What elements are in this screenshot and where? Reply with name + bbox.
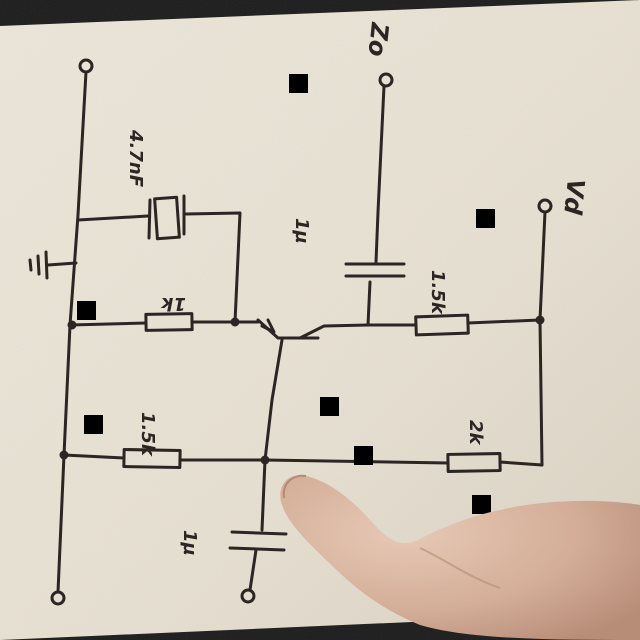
transistor-collector	[298, 323, 370, 340]
fingernail	[282, 474, 307, 499]
wire-right-top-out	[466, 318, 542, 325]
wire-bottom-cap-down	[248, 548, 258, 592]
pointing-hand	[280, 474, 640, 640]
label-supply: Vd	[558, 177, 590, 216]
node-right-top	[535, 315, 545, 325]
terminal-top-left	[78, 58, 94, 74]
label-r-left-mid: 1.5k	[137, 412, 158, 457]
crystal-wire-right	[184, 211, 242, 324]
marker-square	[476, 209, 495, 228]
ground-icon	[28, 250, 49, 280]
crystal-icon	[153, 195, 181, 241]
finger-crease	[419, 547, 501, 589]
wire-bottom-row-left	[62, 453, 126, 460]
wire-to-top-terminal	[374, 84, 386, 264]
terminal-top-output	[378, 72, 394, 88]
wire-top-row-left	[68, 321, 148, 327]
label-top-terminal: Zo	[362, 20, 393, 58]
redaction-markers	[77, 74, 495, 514]
terminal-supply	[537, 198, 553, 214]
wire-to-bottom-cap	[260, 458, 267, 532]
label-cap-bottom: 1µ	[179, 530, 200, 556]
hand-skin	[280, 475, 640, 640]
node-left-bottom	[59, 450, 69, 460]
wire-bottom-row-right	[498, 460, 544, 467]
marker-square	[354, 446, 373, 465]
transistor-emitter-arrow-icon	[260, 318, 276, 334]
capacitor-collector-icon	[344, 262, 406, 278]
crystal-wire-left	[76, 214, 150, 222]
label-cap-collector: 1µ	[291, 218, 312, 244]
crystal-plates	[147, 194, 186, 240]
wire-collector-up	[366, 280, 372, 327]
label-r-right-mid: 2k	[465, 420, 486, 446]
ground-wire	[46, 261, 78, 267]
marker-square	[320, 397, 339, 416]
terminal-bottom-left	[50, 590, 66, 606]
label-r-right-top: 1.5k	[427, 270, 448, 315]
circuit-drawing	[28, 58, 553, 606]
marker-square	[84, 415, 103, 434]
marker-square	[472, 495, 491, 514]
marker-square	[289, 74, 308, 93]
label-crystal: 4.7nF	[125, 129, 146, 188]
wire-emitter-down	[263, 338, 284, 462]
node-left-top	[67, 320, 77, 330]
node-crystal-join	[230, 317, 240, 327]
terminal-bottom-center	[240, 588, 256, 604]
label-r-top: 1k	[160, 293, 186, 314]
marker-square	[77, 301, 96, 320]
